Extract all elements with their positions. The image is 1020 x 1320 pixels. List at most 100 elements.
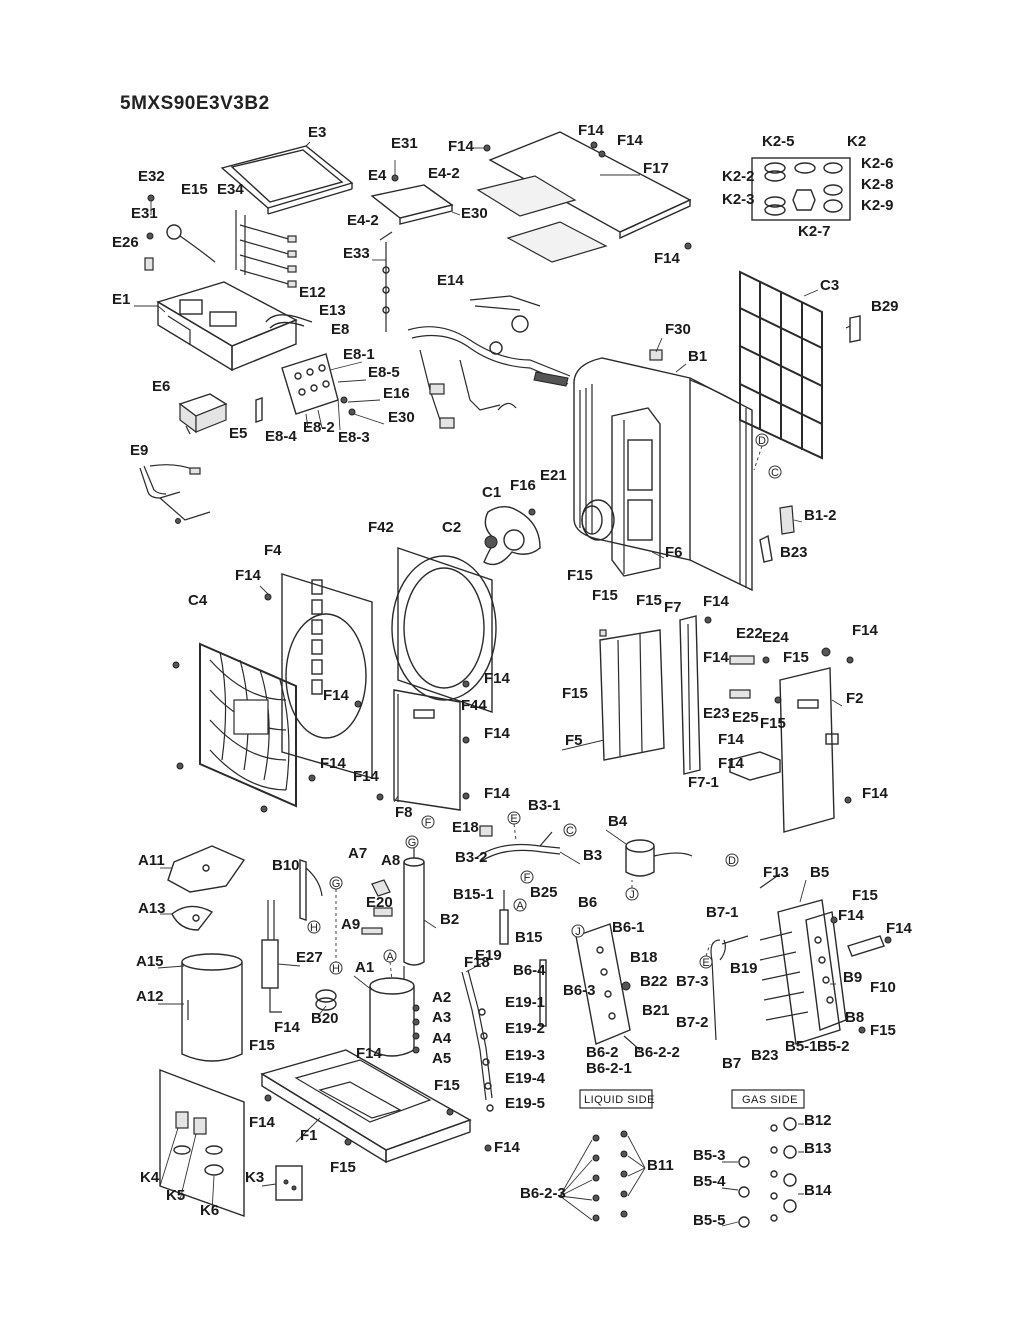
part-label-a1: A1 — [355, 959, 374, 976]
part-e8-terminal — [281, 353, 356, 431]
part-label-f30: F30 — [665, 321, 691, 338]
part-label-e12: E12 — [299, 284, 326, 301]
connector-tag-g: G — [329, 876, 343, 890]
part-e5-bracket — [255, 397, 263, 423]
part-label-f14: F14 — [617, 132, 644, 149]
part-label-b22: B22 — [640, 973, 668, 990]
part-label-b18: B18 — [630, 949, 658, 966]
connector-tag-label: F — [425, 817, 432, 829]
part-label-f14: F14 — [852, 622, 879, 639]
part-label-f15: F15 — [330, 1159, 356, 1176]
part-label-k2-6: K2-6 — [861, 155, 894, 172]
part-label-b5-2: B5-2 — [817, 1038, 850, 1055]
part-label-f18: F18 — [464, 954, 490, 971]
part-c3-grille — [739, 270, 823, 460]
part-label-e4-2: E4-2 — [347, 212, 379, 229]
connector-tag-f: F — [421, 815, 435, 829]
part-label-b10: B10 — [272, 857, 300, 874]
part-label-f14: F14 — [484, 725, 511, 742]
connector-tag-e: E — [507, 811, 521, 825]
part-label-f14: F14 — [718, 755, 745, 772]
connector-tag-label: G — [408, 837, 417, 849]
connector-tag-label: C — [771, 467, 779, 479]
part-label-e25: E25 — [732, 709, 759, 726]
part-label-b5: B5 — [810, 864, 829, 881]
part-label-b15-1: B15-1 — [453, 886, 494, 903]
part-label-e6: E6 — [152, 378, 170, 395]
part-f7-plate — [679, 615, 712, 775]
part-e3-cover — [220, 141, 354, 215]
part-c1-fan — [483, 499, 615, 566]
part-e33-harness — [379, 231, 393, 332]
part-label-e26: E26 — [112, 234, 139, 251]
part-label-f14: F14 — [249, 1114, 276, 1131]
part-f17-top-plate — [470, 131, 692, 263]
part-label-b6-1: B6-1 — [612, 919, 645, 936]
part-label-b13: B13 — [804, 1140, 832, 1157]
connector-tag-e: E — [699, 955, 713, 969]
connector-tag-label: D — [758, 435, 766, 447]
part-label-e23: E23 — [703, 705, 730, 722]
part-label-e3: E3 — [308, 124, 326, 141]
part-label-e34: E34 — [217, 181, 244, 198]
part-label-b15: B15 — [515, 929, 543, 946]
part-label-e19-2: E19-2 — [505, 1020, 545, 1037]
part-label-b7-2: B7-2 — [676, 1014, 709, 1031]
part-b7-pipe — [710, 935, 749, 1041]
connector-tag-label: J — [629, 889, 635, 901]
part-label-b29: B29 — [871, 298, 899, 315]
part-label-e21: E21 — [540, 467, 567, 484]
part-label-e16: E16 — [383, 385, 410, 402]
part-label-a15: A15 — [136, 953, 164, 970]
part-b2-accumulator — [403, 848, 425, 966]
part-b12-fittings — [721, 1089, 805, 1228]
part-label-f15: F15 — [760, 715, 786, 732]
part-label-a2: A2 — [432, 989, 451, 1006]
part-label-e13: E13 — [319, 302, 346, 319]
connector-tag-circle — [507, 811, 521, 825]
part-label-e8-4: E8-4 — [265, 428, 297, 445]
part-e14-harness — [407, 295, 571, 429]
part-label-b6-2-2: B6-2-2 — [634, 1044, 680, 1061]
connector-tag-circle — [329, 961, 343, 975]
connector-tag-circle — [421, 815, 435, 829]
part-label-b3-1: B3-1 — [528, 797, 561, 814]
part-label-f42: F42 — [368, 519, 394, 536]
connector-tag-circle — [563, 823, 577, 837]
part-label-b6-3: B6-3 — [563, 982, 596, 999]
connector-tag-label: D — [728, 855, 736, 867]
part-label-f14: F14 — [703, 593, 730, 610]
part-f2-side-panel — [729, 647, 854, 833]
part-label-b7: B7 — [722, 1055, 741, 1072]
part-e4-plate — [370, 160, 461, 225]
part-label-f14: F14 — [703, 649, 730, 666]
part-a12-blanket — [181, 953, 243, 1062]
part-label-f14: F14 — [862, 785, 889, 802]
part-label-b5-4: B5-4 — [693, 1173, 726, 1190]
part-label-k2-5: K2-5 — [762, 133, 795, 150]
part-k2-kit — [751, 157, 851, 221]
part-e9-harness — [139, 464, 211, 524]
part-label-a3: A3 — [432, 1009, 451, 1026]
part-label-f14: F14 — [235, 567, 262, 584]
part-label-f15: F15 — [783, 649, 809, 666]
part-f42-bellmouth — [391, 547, 497, 713]
model-title: 5MXS90E3V3B2 — [120, 93, 270, 114]
part-label-f14: F14 — [356, 1045, 383, 1062]
part-f6-partition — [611, 407, 661, 577]
connector-tag-circle — [383, 949, 397, 963]
part-e22-terminals — [729, 655, 782, 704]
part-label-e30: E30 — [461, 205, 488, 222]
part-label-b7-1: B7-1 — [706, 904, 739, 921]
part-label-k2-7: K2-7 — [798, 223, 831, 240]
part-label-f15: F15 — [870, 1022, 896, 1039]
part-label-f2: F2 — [846, 690, 864, 707]
part-label-e8-1: E8-1 — [343, 346, 375, 363]
part-e27 — [261, 900, 282, 1013]
part-label-b5-1: B5-1 — [785, 1038, 818, 1055]
part-label-e8-2: E8-2 — [303, 419, 335, 436]
connector-tag-label: E — [702, 957, 709, 969]
part-f1-bottom-frame — [260, 1049, 492, 1164]
part-label-f6: F6 — [665, 544, 683, 561]
